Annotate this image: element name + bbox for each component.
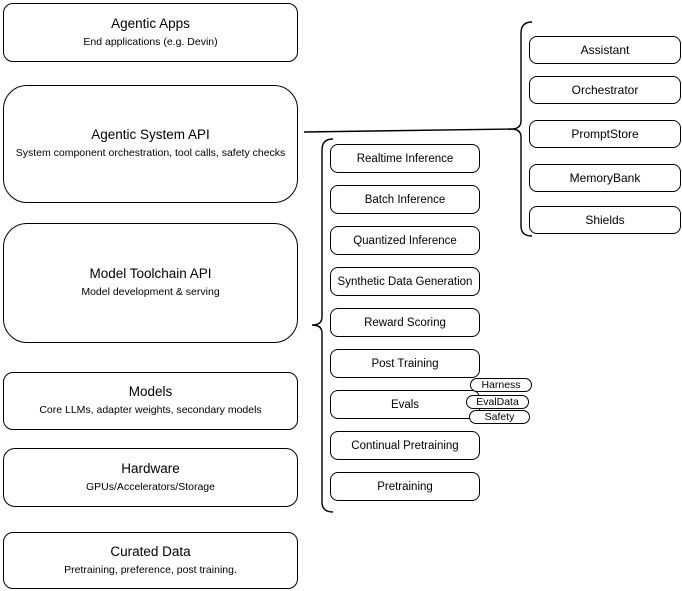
layer-title: Agentic Apps [111,15,190,31]
layer-subtitle: GPUs/Accelerators/Storage [86,480,215,493]
layer-box-hardware: Hardware GPUs/Accelerators/Storage [3,448,298,507]
service-box-realtime-inference: Realtime Inference [330,144,480,173]
component-label: Assistant [580,43,630,57]
eval-tag-label: Harness [481,379,521,391]
component-box-assistant: Assistant [529,36,681,64]
component-label: Orchestrator [571,83,639,97]
service-box-quantized-inference: Quantized Inference [330,226,480,255]
service-label: Reward Scoring [364,316,446,329]
component-box-promptstore: PromptStore [529,120,681,148]
component-label: MemoryBank [569,171,641,185]
service-box-reward-scoring: Reward Scoring [330,308,480,337]
layer-title: Curated Data [110,543,191,559]
service-box-evals: Evals [330,390,480,419]
layer-subtitle: Model development & serving [81,286,220,299]
eval-tag-evaldata: EvalData [466,395,529,409]
eval-tag-label: Safety [484,411,515,423]
eval-tag-label: EvalData [476,396,519,408]
layer-subtitle: System component orchestration, tool cal… [15,147,286,160]
layer-box-agentic-apps: Agentic Apps End applications (e.g. Devi… [3,3,298,62]
system-api-connector-line [303,128,512,133]
service-box-post-training: Post Training [330,349,480,378]
system-brace [510,21,533,237]
layer-box-models: Models Core LLMs, adapter weights, secon… [3,372,298,430]
service-box-batch-inference: Batch Inference [330,185,480,214]
layer-box-agentic-system-api: Agentic System API System component orch… [3,85,298,203]
toolchain-brace [311,138,334,513]
service-label: Continual Pretraining [351,439,459,452]
service-label: Batch Inference [364,193,446,206]
layer-title: Models [128,384,173,400]
component-box-shields: Shields [529,206,681,234]
component-label: PromptStore [571,127,639,141]
component-box-orchestrator: Orchestrator [529,76,681,104]
layer-title: Model Toolchain API [89,266,212,282]
service-box-pretraining: Pretraining [330,472,480,501]
layer-box-model-toolchain-api: Model Toolchain API Model development & … [3,223,298,343]
service-label: Synthetic Data Generation [337,275,473,288]
layer-subtitle: End applications (e.g. Devin) [83,35,218,48]
service-box-synthetic-data-generation: Synthetic Data Generation [330,267,480,296]
service-label: Post Training [371,357,439,370]
layer-title: Hardware [121,460,180,476]
layer-subtitle: Core LLMs, adapter weights, secondary mo… [39,404,262,417]
service-label: Evals [390,398,420,411]
component-box-memorybank: MemoryBank [529,164,681,192]
layer-box-curated-data: Curated Data Pretraining, preference, po… [3,532,298,589]
layer-title: Agentic System API [91,127,210,143]
layer-subtitle: Pretraining, preference, post training. [64,563,237,576]
service-label: Realtime Inference [356,152,454,165]
service-label: Pretraining [377,480,433,493]
service-box-continual-pretraining: Continual Pretraining [330,431,480,460]
component-label: Shields [585,213,625,227]
eval-tag-safety: Safety [469,410,530,424]
eval-tag-harness: Harness [470,378,532,392]
service-label: Quantized Inference [353,234,457,247]
